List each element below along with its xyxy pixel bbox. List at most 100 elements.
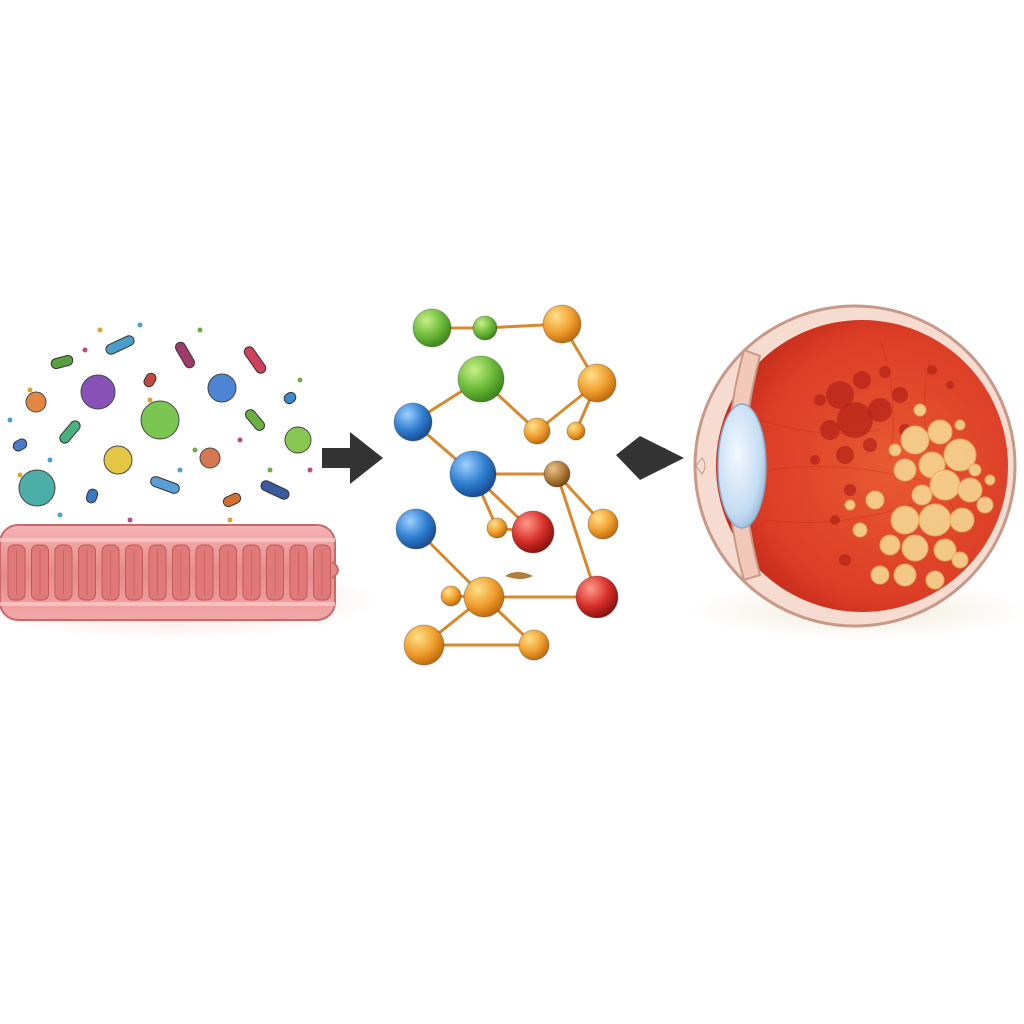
- microbe-particle: [192, 447, 198, 453]
- molecule-node-icon: [472, 315, 498, 341]
- molecule-node-icon: [518, 629, 550, 661]
- bacteria-icon: [59, 420, 81, 444]
- exudate-lesion: [943, 438, 977, 472]
- bacteria-icon: [207, 373, 237, 403]
- microbe-particle: [17, 472, 23, 478]
- bacteria-icon: [283, 391, 297, 405]
- exudate-lesion: [893, 458, 917, 482]
- hemorrhage-spots: [810, 365, 954, 566]
- molecule-node-icon: [403, 624, 445, 666]
- exudate-lesion: [911, 484, 933, 506]
- molecule-node-icon: [412, 308, 452, 348]
- bacteria-icon: [284, 426, 312, 454]
- exudate-lesion: [890, 505, 920, 535]
- bacteria-icon: [175, 341, 195, 369]
- microbe-particle: [227, 517, 233, 523]
- molecule-node-icon: [543, 460, 571, 488]
- molecule-node-icon: [440, 585, 462, 607]
- exudate-lesion: [976, 496, 994, 514]
- bacteria-icon: [85, 488, 99, 504]
- microbe-particle: [127, 517, 133, 523]
- molecule-node-icon: [457, 355, 505, 403]
- exudate-lesions: [844, 403, 996, 590]
- hemorrhage-spot: [853, 371, 871, 389]
- exudate-lesion: [870, 565, 890, 585]
- small-fragment-icon: [505, 572, 533, 579]
- hemorrhage-spot: [927, 365, 937, 375]
- molecule-node-icon: [449, 450, 497, 498]
- microbe-particle: [47, 457, 53, 463]
- molecule-node-icon: [395, 508, 437, 550]
- intestine-icon: [0, 524, 339, 621]
- bacteria-icon: [150, 476, 180, 494]
- exudate-lesion: [900, 425, 930, 455]
- molecule-node-icon: [577, 363, 617, 403]
- bacteria-icon: [103, 445, 133, 475]
- molecule-node-icon: [523, 417, 551, 445]
- hemorrhage-spot: [839, 554, 851, 566]
- hemorrhage-spot: [946, 381, 954, 389]
- intestinal-villi: [7, 544, 331, 601]
- gut-microbiota-panel: [0, 322, 380, 640]
- bacteria-icon: [199, 447, 221, 469]
- hemorrhage-spot: [820, 420, 840, 440]
- microbes-cloud: [7, 322, 313, 523]
- microbe-particle: [27, 387, 33, 393]
- bacteria-icon: [105, 335, 135, 355]
- hemorrhage-spot: [836, 446, 854, 464]
- retina: [716, 320, 1008, 612]
- iris-edge: [695, 457, 706, 475]
- microbe-particle: [137, 322, 143, 328]
- exudate-lesion: [929, 469, 961, 501]
- arrow-right-icon: [616, 436, 684, 480]
- hemorrhage-spot: [879, 366, 891, 378]
- microbe-particle: [82, 347, 88, 353]
- exudate-lesion: [951, 551, 969, 569]
- lens: [717, 403, 767, 529]
- exudate-lesion: [879, 534, 901, 556]
- exudate-lesion: [893, 563, 917, 587]
- exudate-lesion: [918, 503, 952, 537]
- exudate-lesion: [844, 499, 856, 511]
- molecule-bond: [555, 472, 599, 599]
- microbe-particle: [57, 512, 63, 518]
- bacteria-icon: [245, 409, 265, 431]
- exudate-lesion: [865, 490, 885, 510]
- molecule-node-icon: [511, 510, 555, 554]
- microbe-particle: [267, 467, 273, 473]
- arrow-right-icon: [322, 432, 383, 484]
- exudate-lesion: [984, 474, 996, 486]
- exudate-lesion: [949, 507, 975, 533]
- microbe-particle: [197, 327, 203, 333]
- bacteria-icon: [25, 391, 47, 413]
- hemorrhage-spot: [892, 387, 908, 403]
- bacteria-icon: [80, 374, 116, 410]
- metabolite-network-panel: [393, 304, 619, 666]
- microbe-particle: [237, 437, 243, 443]
- hemorrhage-spot: [863, 438, 877, 452]
- exudate-lesion: [925, 570, 945, 590]
- hemorrhage-spot: [810, 455, 820, 465]
- molecule-node-icon: [575, 575, 619, 619]
- bacteria-icon: [260, 480, 290, 500]
- exudate-lesion: [954, 419, 966, 431]
- hemorrhage-spot: [837, 402, 873, 438]
- bacteria-icon: [12, 438, 28, 452]
- exudate-lesion: [913, 403, 927, 417]
- hemorrhage-spot: [814, 394, 826, 406]
- hemorrhage-spot: [826, 381, 854, 409]
- exudate-lesion: [901, 534, 929, 562]
- molecule-nodes: [393, 304, 619, 666]
- molecule-node-icon: [566, 421, 586, 441]
- molecule-node-icon: [486, 517, 508, 539]
- molecule-node-icon: [393, 402, 433, 442]
- bacteria-icon: [18, 469, 56, 507]
- hemorrhage-spot: [844, 484, 856, 496]
- microbe-particle: [307, 467, 313, 473]
- microbe-particle: [297, 377, 303, 383]
- bacteria-icon: [140, 400, 180, 440]
- microbe-particle: [97, 327, 103, 333]
- exudate-lesion: [888, 443, 902, 457]
- bacteria-icon: [143, 372, 157, 388]
